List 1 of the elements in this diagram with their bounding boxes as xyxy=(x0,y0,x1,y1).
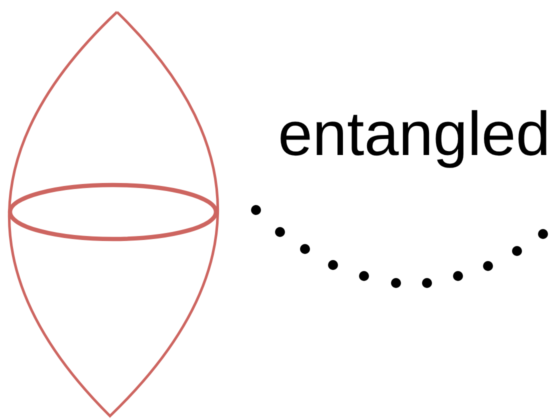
label-text: entangled xyxy=(278,104,550,166)
